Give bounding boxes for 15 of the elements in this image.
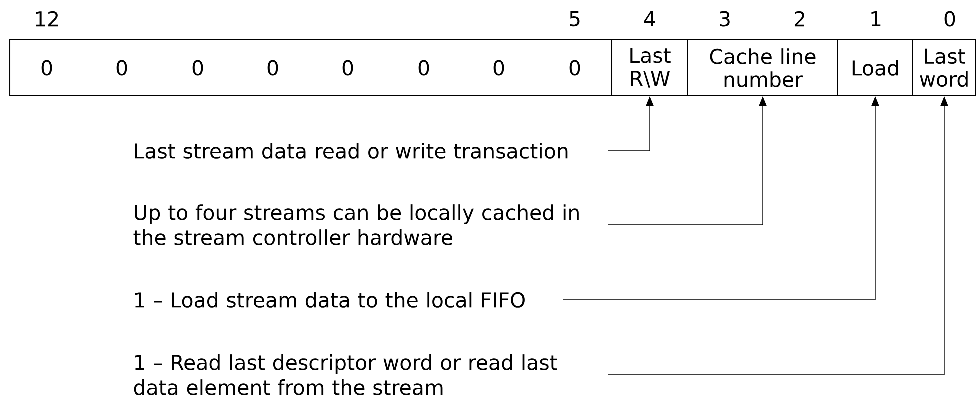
description-text: 1 – Load stream data to the local FIFO — [135, 292, 525, 308]
register-cell: Last word — [912, 40, 976, 96]
register-cell: Load — [838, 40, 914, 96]
register-cell: Last R\W — [612, 40, 688, 96]
bit-number: 5 — [570, 11, 580, 27]
register-field: 0 0 0 0 0 0 0 0 — [10, 40, 612, 96]
bit-number: 3 — [720, 11, 730, 27]
bit-number: 0 — [944, 11, 956, 27]
description-text: Up to four streams can be locally cached in the stream controller hardware — [134, 204, 579, 246]
description-text: 1 – Read last descriptor word or read last data element from the stream — [134, 354, 558, 396]
register-cell: Cache line number — [688, 40, 838, 96]
bit-number: 1 — [872, 12, 881, 26]
bit-number: 4 — [644, 12, 656, 26]
bit-number: 2 — [794, 11, 804, 27]
description-text: Last stream data read or write transaction — [135, 143, 568, 159]
